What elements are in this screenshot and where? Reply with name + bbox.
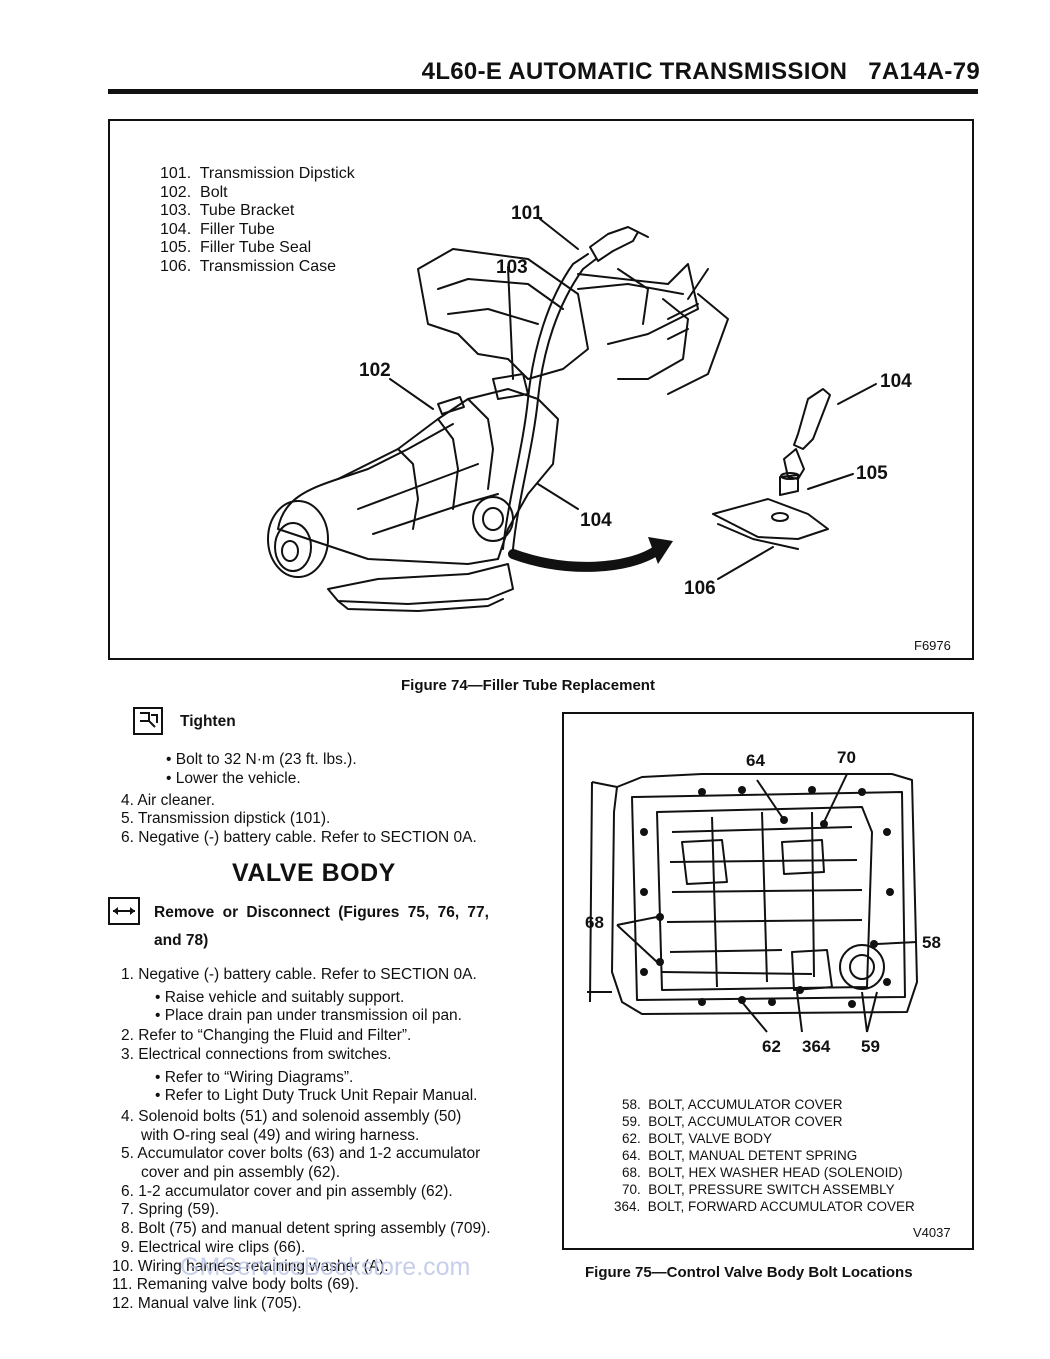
tighten-icon — [133, 707, 163, 735]
callout-106: 106 — [684, 578, 716, 599]
removal-step: with O-ring seal (49) and wiring harness… — [141, 1126, 420, 1144]
callout-103: 103 — [496, 257, 528, 278]
figure-75-legend-list: 58. BOLT, ACCUMULATOR COVER 59. BOLT, AC… — [606, 1096, 915, 1215]
legend-item: 104. Filler Tube — [160, 220, 275, 238]
removal-step: 7. Spring (59). — [121, 1201, 220, 1219]
legend-item: 105. Filler Tube Seal — [160, 239, 312, 256]
removal-step: 6. 1-2 accumulator cover and pin assembl… — [121, 1182, 453, 1200]
removal-step: 8. Bolt (75) and manual detent spring as… — [121, 1220, 491, 1238]
callout-104-installed: 104 — [580, 510, 612, 531]
legend-item: 364. BOLT, FORWARD ACCUMULATOR COVER — [614, 1199, 915, 1214]
figure-74-legend: 101. Transmission Dipstick 102. Bolt 103… — [160, 165, 355, 276]
remove-heading-line1: Remove or Disconnect (Figures 75, 76, 77… — [154, 904, 489, 921]
page-header-title: 4L60-E AUTOMATIC TRANSMISSION 7A14A-79 — [421, 58, 980, 85]
figure-75-code: V4037 — [913, 1225, 951, 1240]
callout-68: 68 — [585, 913, 604, 932]
section-title: VALVE BODY — [232, 859, 396, 887]
removal-step: • Refer to Light Duty Truck Unit Repair … — [155, 1087, 478, 1105]
callout-58: 58 — [922, 933, 941, 952]
removal-step: • Refer to “Wiring Diagrams”. — [155, 1068, 354, 1086]
legend-item: 58. BOLT, ACCUMULATOR COVER — [622, 1097, 843, 1112]
removal-step: • Place drain pan under transmission oil… — [155, 1007, 462, 1025]
removal-step: 11. Remaning valve body bolts (69). — [112, 1276, 359, 1294]
tighten-bullet: • Bolt to 32 N·m (23 ft. lbs.). — [166, 751, 357, 768]
tighten-label: Tighten — [180, 713, 236, 730]
transmission-filler-tube-illustration — [267, 218, 877, 612]
legend-item: 101. Transmission Dipstick — [160, 165, 355, 182]
legend-item: 59. BOLT, ACCUMULATOR COVER — [622, 1114, 843, 1129]
callout-102: 102 — [359, 360, 391, 381]
figure-74-frame — [108, 119, 974, 660]
callout-70: 70 — [837, 748, 856, 767]
removal-step: 1. Negative (-) battery cable. Refer to … — [121, 966, 477, 983]
legend-item: 62. BOLT, VALVE BODY — [622, 1131, 773, 1146]
removal-step: 5. Accumulator cover bolts (63) and 1-2 … — [121, 1145, 481, 1163]
removal-step: • Raise vehicle and suitably support. — [155, 988, 405, 1006]
legend-item: 64. BOLT, MANUAL DETENT SPRING — [622, 1148, 858, 1163]
legend-item: 103. Tube Bracket — [160, 202, 295, 219]
valve-body-illustration — [587, 773, 918, 1033]
remove-heading-line2: and 78) — [154, 932, 209, 949]
figure-74-caption: Figure 74—Filler Tube Replacement — [401, 677, 655, 694]
legend-item: 102. Bolt — [160, 183, 228, 201]
removal-step: 3. Electrical connections from switches. — [121, 1045, 392, 1063]
removal-step: 10. Wiring harness retaining washer (A). — [112, 1257, 389, 1275]
remove-disconnect-icon — [108, 897, 140, 925]
callout-104-detached: 104 — [880, 371, 912, 392]
figure-75-frame — [562, 712, 974, 1250]
removal-step: 9. Electrical wire clips (66). — [121, 1238, 306, 1256]
install-step: 4. Air cleaner. — [121, 792, 215, 809]
install-step: 5. Transmission dipstick (101). — [121, 810, 331, 827]
callout-62: 62 — [762, 1037, 781, 1056]
removal-step: 12. Manual valve link (705). — [112, 1294, 302, 1312]
callout-59: 59 — [861, 1037, 880, 1056]
callout-101: 101 — [511, 203, 543, 224]
legend-item: 68. BOLT, HEX WASHER HEAD (SOLENOID) — [622, 1165, 903, 1180]
callout-364: 364 — [802, 1037, 831, 1056]
legend-item: 70. BOLT, PRESSURE SWITCH ASSEMBLY — [622, 1182, 895, 1197]
figure-74-code: F6976 — [914, 638, 951, 653]
removal-step: 2. Refer to “Changing the Fluid and Filt… — [121, 1027, 412, 1045]
removal-step: 4. Solenoid bolts (51) and solenoid asse… — [121, 1107, 462, 1125]
figure-75-caption: Figure 75—Control Valve Body Bolt Locati… — [585, 1264, 913, 1281]
callout-64: 64 — [746, 751, 765, 770]
install-step: 6. Negative (-) battery cable. Refer to … — [121, 829, 477, 846]
tighten-bullet: • Lower the vehicle. — [166, 770, 301, 787]
header-rule — [108, 89, 978, 94]
legend-item: 106. Transmission Case — [160, 257, 337, 275]
removal-step: cover and pin assembly (62). — [141, 1164, 341, 1181]
callout-105: 105 — [856, 463, 888, 484]
watermark: GMServiceBookstore.com — [180, 1253, 471, 1281]
